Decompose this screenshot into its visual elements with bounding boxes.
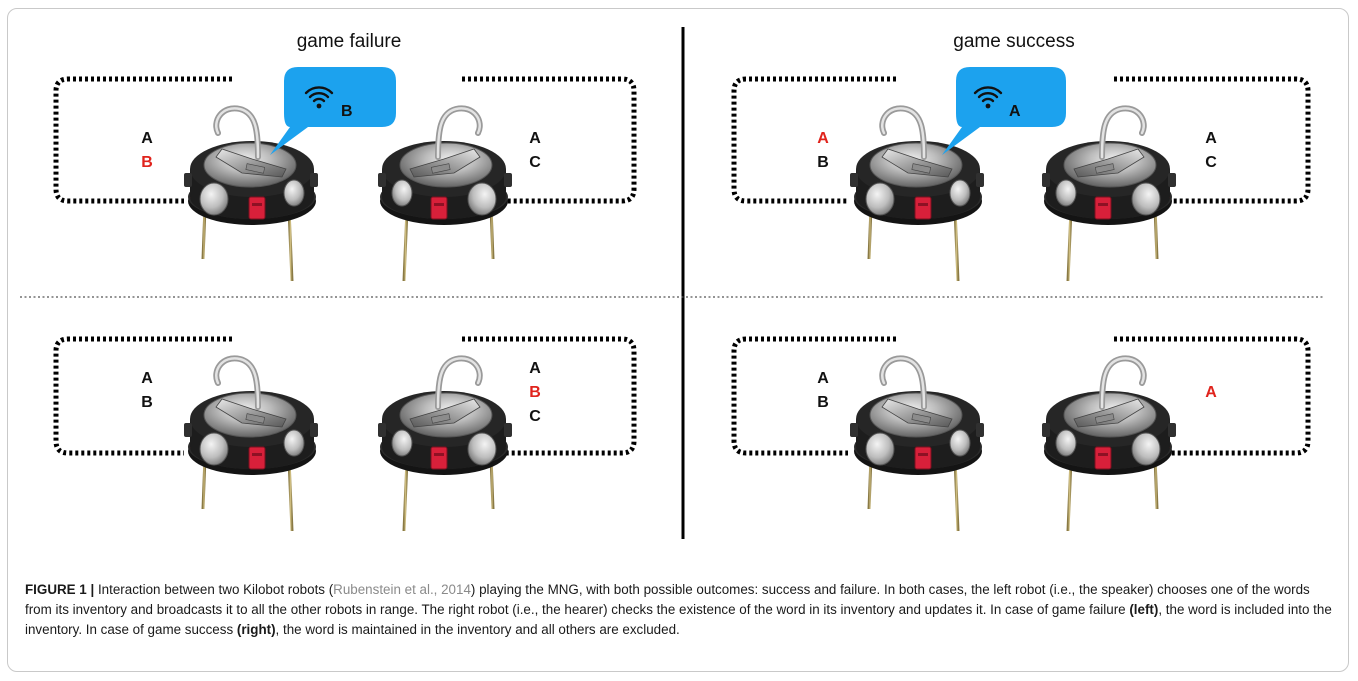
speech-bubble: B: [270, 67, 396, 155]
figure-label: FIGURE 1 |: [25, 582, 95, 597]
inventory-word: A: [141, 370, 153, 387]
caption-text: , the word is included into the inventor…: [25, 602, 1332, 637]
speaker-inventory-box: [53, 336, 232, 456]
inventory-word: A: [529, 360, 541, 377]
inventory-word: B: [529, 384, 541, 401]
hearer-words: A: [1205, 384, 1217, 401]
figure-caption: FIGURE 1 | Interaction between two Kilob…: [25, 580, 1335, 640]
inventory-word: A: [1205, 130, 1217, 147]
broadcast-word: A: [1009, 103, 1021, 120]
inventory-word: C: [529, 154, 541, 171]
caption-text: , the word is maintained in the inventor…: [275, 622, 680, 637]
inventory-word: A: [817, 370, 829, 387]
inventory-word: B: [817, 394, 829, 411]
inventory-word: A: [529, 130, 541, 147]
hearer-inventory-box: [1114, 76, 1311, 204]
inventory-word: C: [1205, 154, 1217, 171]
speaker-robot: [850, 358, 984, 531]
wifi-icon: [973, 86, 1003, 109]
caption-bold: (right): [236, 622, 276, 637]
broadcast-word: B: [341, 103, 353, 120]
caption-text: Interaction between two Kilobot robots (: [94, 582, 334, 597]
hearer-robot: [378, 358, 512, 531]
inventory-word: A: [1205, 384, 1217, 401]
hearer-inventory-box: [462, 336, 637, 456]
hearer-robot: [1042, 108, 1176, 281]
caption-bold: (left): [1129, 602, 1159, 617]
header-game-success: game success: [953, 31, 1074, 52]
inventory-word: B: [141, 154, 153, 171]
speaker-inventory-box: [53, 76, 232, 204]
inventory-word: B: [817, 154, 829, 171]
wifi-icon: [304, 86, 334, 109]
hearer-inventory-box: [462, 76, 637, 204]
inventory-word: A: [817, 130, 829, 147]
citation-link[interactable]: Rubenstein et al., 2014: [333, 582, 471, 597]
figure-graphic: game failure game success B AB AC: [20, 27, 1324, 539]
speaker-robot: [184, 358, 318, 531]
hearer-inventory-box: [1114, 336, 1311, 456]
header-game-failure: game failure: [297, 31, 402, 52]
hearer-robot: [1042, 358, 1176, 531]
hearer-robot: [378, 108, 512, 281]
inventory-word: B: [141, 394, 153, 411]
speech-bubble: A: [942, 67, 1066, 155]
caption-text: ) playing the MNG, with both possible ou…: [25, 582, 1310, 617]
speaker-inventory-box: [731, 76, 896, 204]
inventory-word: C: [529, 408, 541, 425]
inventory-word: A: [141, 130, 153, 147]
